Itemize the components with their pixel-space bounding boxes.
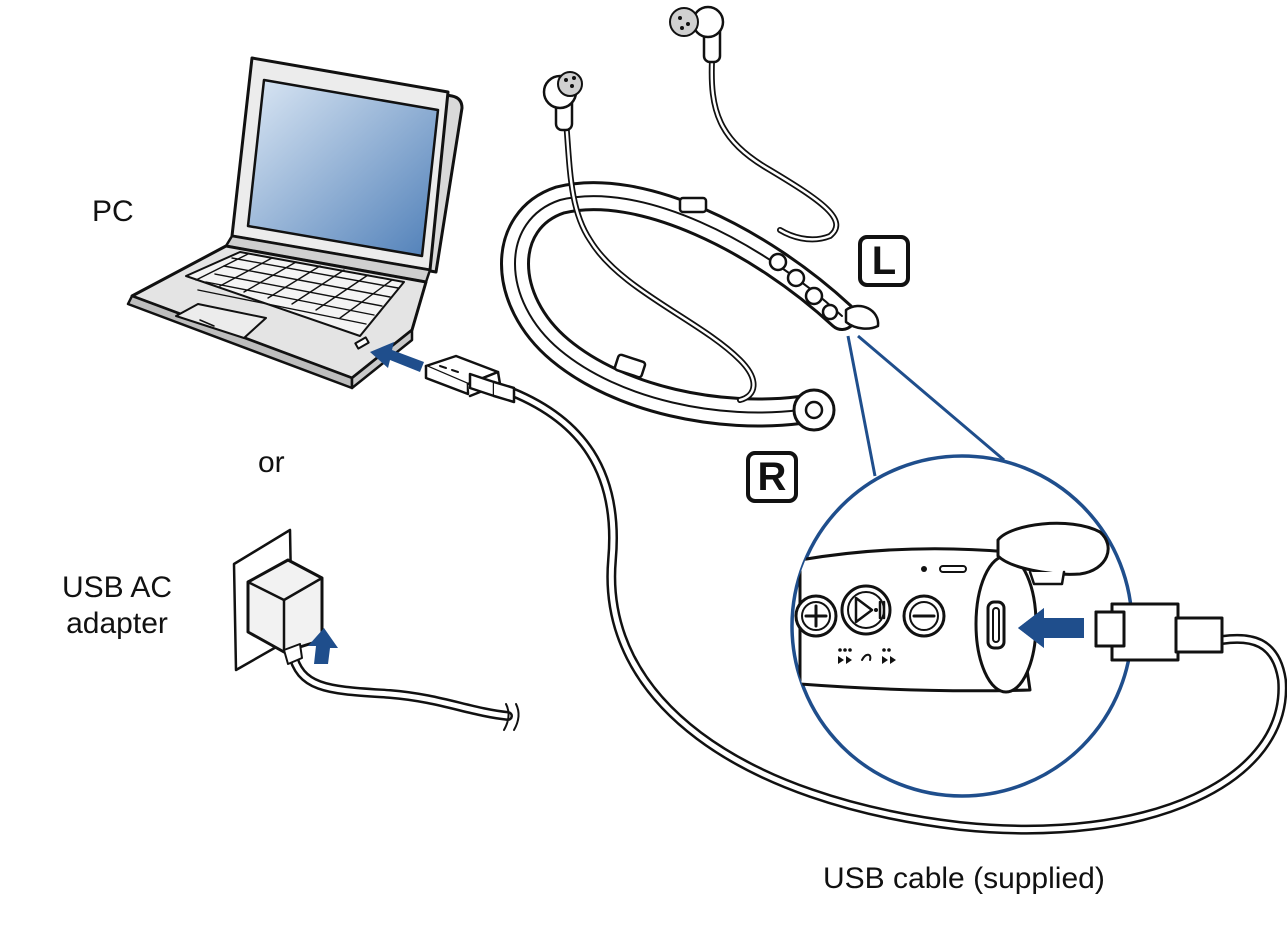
usb-ac-adapter-icon	[232, 528, 520, 731]
magnified-detail-icon	[790, 334, 1224, 798]
insert-arrow-icon	[370, 342, 424, 372]
insert-arrow-icon	[308, 628, 338, 664]
usb-cable-icon	[424, 354, 1287, 835]
left-side-badge: L	[858, 235, 910, 287]
or-label: or	[258, 446, 285, 479]
usb-cable-label: USB cable (supplied)	[823, 862, 1105, 895]
right-side-badge: R	[746, 451, 798, 503]
neckband-headset-icon	[500, 5, 880, 432]
laptop-icon	[126, 56, 464, 390]
usb-ac-adapter-label: USB AC adapter	[61, 571, 173, 640]
pc-label: PC	[92, 195, 134, 228]
